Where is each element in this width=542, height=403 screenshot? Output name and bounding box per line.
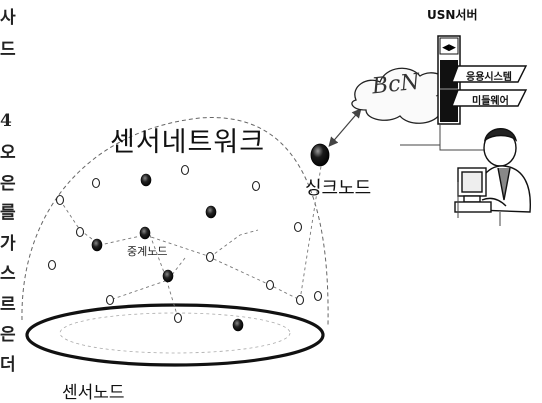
sensor-node-dot (251, 180, 261, 192)
usn-server-label: USN서버 (427, 8, 478, 22)
side-char-1: 사 (0, 8, 16, 28)
sensor-node-dot (105, 294, 115, 306)
sensor-network-boundary (21, 117, 329, 326)
sink-node (310, 143, 330, 167)
side-char-4: 오 (0, 143, 16, 163)
sensor-node-dot (55, 194, 65, 206)
sensor-node-dot (47, 259, 57, 271)
relay-node-dot (162, 269, 174, 283)
server-to-user-link (439, 124, 488, 151)
sensor-node-dot (293, 221, 303, 233)
relay-node-dot (205, 205, 217, 219)
sensor-node-dot (173, 312, 183, 324)
side-char-10: 은 (0, 325, 16, 345)
side-char-11: 더 (0, 355, 16, 375)
side-char-7: 가 (0, 234, 16, 254)
server-modules (450, 65, 528, 107)
sensor-node-label: 센서노드 (62, 383, 125, 403)
side-char-8: 스 (0, 264, 16, 284)
sink-to-bcn-link (328, 108, 362, 147)
svg-text:◀▶: ◀▶ (442, 43, 456, 53)
side-char-6: 를 (0, 203, 16, 223)
bcn-label: BcN (370, 69, 421, 100)
sensor-node-dot (295, 294, 305, 306)
sensor-field-nodes (47, 164, 323, 332)
side-char-3: 4 (0, 111, 12, 131)
sensor-node-dot (205, 251, 215, 263)
sensor-network-label: 센서네트워크 (110, 127, 266, 158)
relay-node-dot (232, 318, 244, 332)
sink-node-label: 싱크노드 (305, 178, 372, 199)
sensor-node-dot (75, 226, 85, 238)
sensor-node-dot (265, 279, 275, 291)
user-at-computer-icon (454, 128, 531, 213)
middleware-label: 미들웨어 (472, 96, 509, 107)
relay-node-dot (140, 173, 152, 187)
relay-node-dot (139, 226, 151, 240)
sensor-field-inner (59, 312, 291, 354)
side-char-5: 은 (0, 174, 16, 194)
side-char-9: 르 (0, 295, 16, 315)
sensor-node-dot (91, 177, 101, 189)
sensor-node-dot (180, 164, 190, 176)
relay-node-dot (91, 238, 103, 252)
app-system-label: 응용시스템 (466, 72, 512, 83)
side-char-2: 드 (0, 40, 16, 60)
sensor-field-ellipse (25, 303, 325, 367)
relay-node-label: 중계노드 (127, 245, 168, 258)
sensor-node-dot (313, 290, 323, 302)
